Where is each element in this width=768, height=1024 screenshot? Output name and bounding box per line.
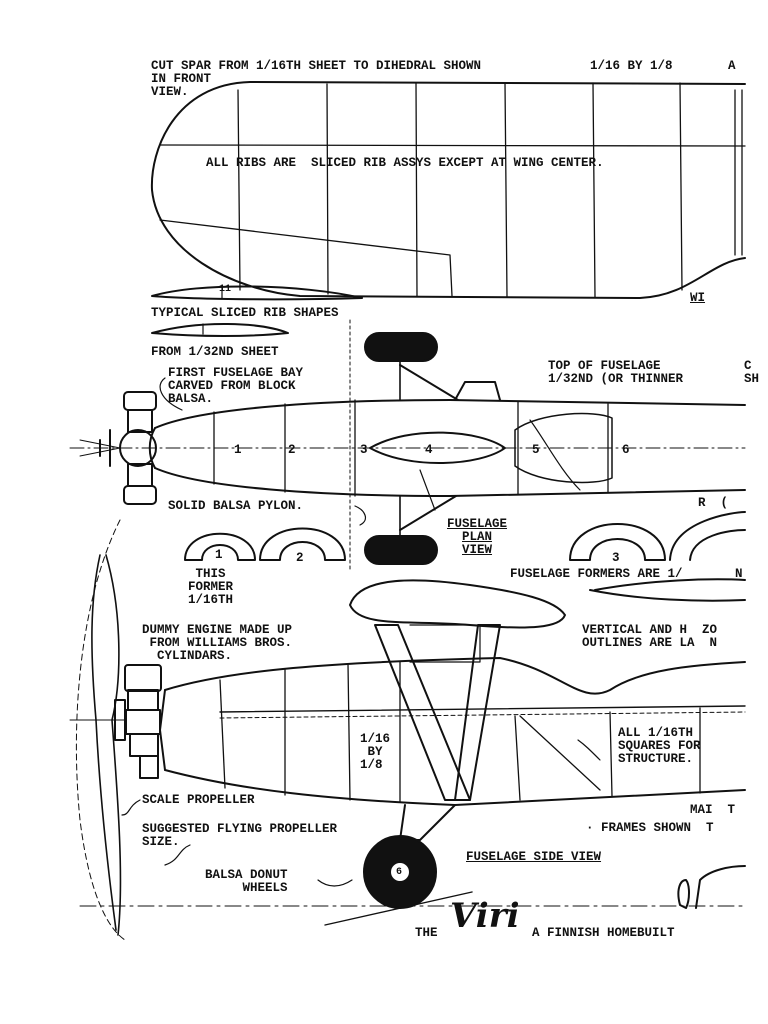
wing-label-tail: WI [690,291,706,305]
former-shapes [184,511,746,602]
scale-propeller-label: SCALE PROPELLER [142,793,255,807]
all-squares-note: ALL 1/16TH SQUARES FOR STRUCTURE. [618,726,701,766]
first-bay-note: FIRST FUSELAGE BAY CARVED FROM BLOCK BAL… [168,366,304,406]
spar-size-note: 1/16 BY 1/8 [590,59,673,73]
engine-plan [79,391,157,505]
spar-size-tail: A [728,59,736,73]
fuselage-side-view [79,579,746,926]
engine-propeller-side [69,519,162,941]
solid-pylon-label: SOLID BALSA PYLON. [168,499,304,513]
wheel-number: 6 [396,867,403,878]
fuselage-plan-view [69,319,746,571]
station-number: 1 [234,443,242,457]
vertical-outlines-note: VERTICAL AND H ZO OUTLINES ARE LA N [582,623,718,650]
rib-shapes [151,285,363,337]
side-view-title: FUSELAGE SIDE VIEW [466,850,602,864]
mai-label-tail: MAI T [690,803,736,817]
balsa-donut-note: BALSA DONUT WHEELS [205,868,288,895]
wing-rib-number: 11 [219,284,232,295]
cut-spar-note: CUT SPAR FROM 1/16TH SHEET TO DIHEDRAL S… [151,59,482,99]
formers-are-note: FUSELAGE FORMERS ARE 1/ [510,567,683,581]
all-ribs-note: ALL RIBS ARE SLICED RIB ASSYS EXCEPT AT … [206,156,604,170]
station-number: 4 [425,443,433,457]
station-number: 3 [360,443,368,457]
dummy-engine-note: DUMMY ENGINE MADE UP FROM WILLIAMS BROS.… [142,623,293,663]
plan-view-title: FUSELAGE PLAN VIEW [447,517,508,557]
r-label-tail: R ( [698,496,729,510]
former-number: 1 [215,548,223,562]
station-number: 5 [532,443,540,457]
frames-shown-note: · FRAMES SHOWN T [586,821,714,835]
typical-rib-label: TYPICAL SLICED RIB SHAPES [151,306,339,320]
strut-size-note: 1/16 BY 1/8 [360,732,391,772]
from-sheet-label: FROM 1/32ND SHEET [151,345,279,359]
top-fuselage-tail: C SH [744,359,760,386]
aircraft-name: Viri [450,896,520,936]
top-fuselage-note: TOP OF FUSELAGE 1/32ND (OR THINNER [548,359,684,386]
this-former-note: THIS FORMER 1/16TH [188,567,234,607]
leader-lines [121,377,601,887]
suggested-propeller-note: SUGGESTED FLYING PROPELLER SIZE. [142,822,338,849]
title-prefix: THE [415,926,438,940]
former-number: 2 [296,551,304,565]
formers-are-tail: N [735,567,743,581]
station-number: 6 [622,443,630,457]
wing-plan [150,81,746,299]
title-subtitle: A FINNISH HOMEBUILT [532,926,675,940]
station-number: 2 [288,443,296,457]
former-number: 3 [612,551,620,565]
